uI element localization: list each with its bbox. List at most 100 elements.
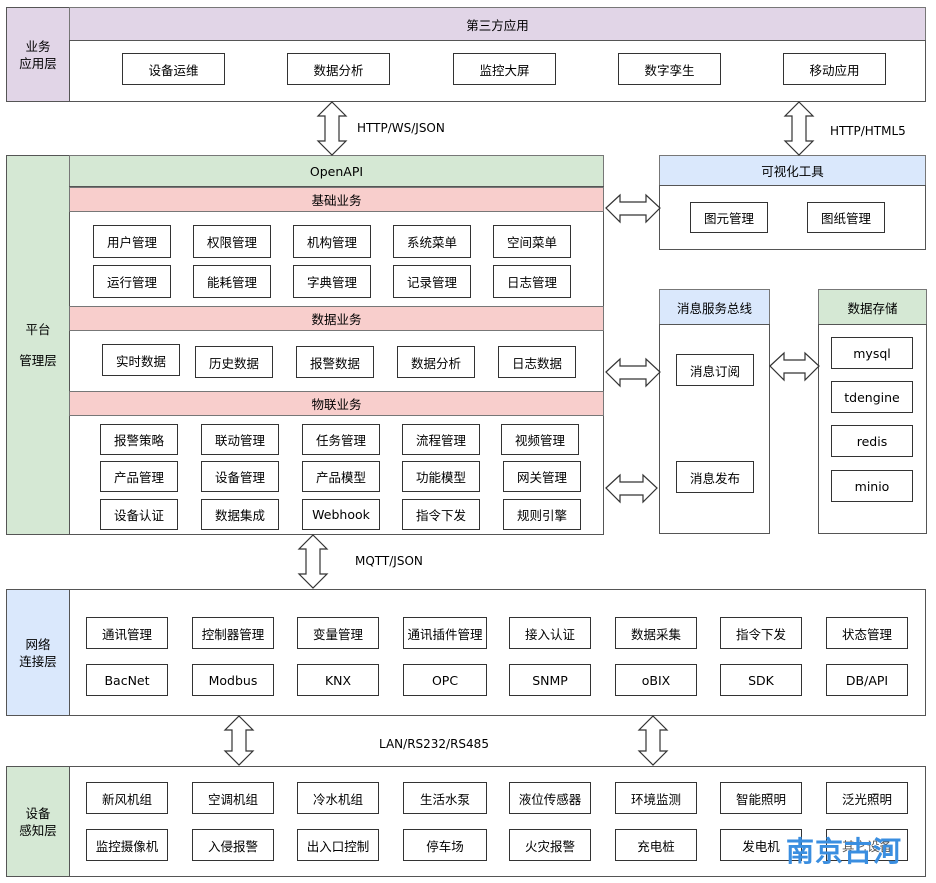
network-item: 控制器管理 bbox=[192, 617, 274, 649]
message-bus-header: 消息服务总线 bbox=[659, 289, 770, 325]
protocol-label-mqtt: MQTT/JSON bbox=[355, 554, 423, 568]
device-item: 液位传感器 bbox=[509, 782, 591, 814]
business-item: 移动应用 bbox=[783, 53, 886, 85]
protocol-label-lan: LAN/RS232/RS485 bbox=[379, 737, 489, 751]
network-item: oBIX bbox=[615, 664, 697, 696]
openapi-title: OpenAPI bbox=[309, 163, 364, 179]
iot-item: 设备认证 bbox=[100, 499, 178, 530]
iot-item: 流程管理 bbox=[402, 424, 480, 455]
business-layer-label: 业务 应用层 bbox=[6, 7, 70, 102]
device-item: 泛光照明 bbox=[826, 782, 908, 814]
storage-title: 数据存储 bbox=[847, 300, 898, 316]
data-item: 历史数据 bbox=[195, 346, 273, 378]
network-item: 数据采集 bbox=[615, 617, 697, 649]
device-item: 其它设备 bbox=[826, 829, 908, 861]
device-item: 空调机组 bbox=[192, 782, 274, 814]
device-item: 监控摄像机 bbox=[86, 829, 168, 861]
device-layer-label-line1: 设备 bbox=[25, 805, 51, 821]
iot-item: 指令下发 bbox=[402, 499, 480, 530]
business-item: 监控大屏 bbox=[453, 53, 556, 85]
business-layer-label-line1: 业务 bbox=[25, 38, 51, 54]
device-item: 环境监测 bbox=[615, 782, 697, 814]
iot-item: 数据集成 bbox=[201, 499, 279, 530]
platform-layer-label-line2: 管理层 bbox=[19, 353, 57, 368]
iot-item: 规则引擎 bbox=[503, 499, 581, 530]
watermark-logo: 南京古河 bbox=[786, 835, 903, 868]
iot-item: 任务管理 bbox=[302, 424, 380, 455]
data-item: 日志数据 bbox=[498, 346, 576, 378]
data-item: 实时数据 bbox=[102, 344, 180, 376]
storage-header: 数据存储 bbox=[818, 289, 927, 325]
basic-item: 空间菜单 bbox=[493, 225, 571, 258]
device-item: 出入口控制 bbox=[297, 829, 379, 861]
network-item: 状态管理 bbox=[826, 617, 908, 649]
network-item: 通讯管理 bbox=[86, 617, 168, 649]
double-arrow-icon bbox=[769, 351, 820, 382]
data-item: 数据分析 bbox=[397, 346, 475, 378]
platform-layer-label: 平台 管理层 bbox=[6, 155, 70, 535]
network-layer-label-line1: 网络 bbox=[25, 636, 51, 652]
network-item: 接入认证 bbox=[509, 617, 591, 649]
basic-item: 权限管理 bbox=[193, 225, 271, 258]
business-item: 设备运维 bbox=[122, 53, 225, 85]
business-layer-label-line2: 应用层 bbox=[19, 55, 57, 71]
device-item: 停车场 bbox=[403, 829, 487, 861]
network-layer-label-line2: 连接层 bbox=[19, 653, 57, 669]
message-bus-title: 消息服务总线 bbox=[676, 300, 752, 316]
device-layer-label: 设备 感知层 bbox=[6, 766, 70, 877]
basic-business-title: 基础业务 bbox=[311, 193, 362, 208]
device-item: 火灾报警 bbox=[509, 829, 591, 861]
iot-item: 联动管理 bbox=[201, 424, 279, 455]
network-item: OPC bbox=[403, 664, 487, 696]
iot-item: 网关管理 bbox=[503, 461, 581, 492]
iot-item: 功能模型 bbox=[402, 461, 480, 492]
double-arrow-icon bbox=[783, 101, 815, 156]
device-item: 入侵报警 bbox=[192, 829, 274, 861]
basic-item: 用户管理 bbox=[93, 225, 171, 258]
business-item: 数据分析 bbox=[287, 53, 390, 85]
visual-tools-header: 可视化工具 bbox=[659, 155, 926, 186]
openapi-header: OpenAPI bbox=[69, 155, 604, 187]
data-item: 报警数据 bbox=[296, 346, 374, 378]
basic-business-header: 基础业务 bbox=[69, 187, 604, 212]
device-item: 生活水泵 bbox=[403, 782, 487, 814]
device-item: 智能照明 bbox=[720, 782, 802, 814]
basic-item: 能耗管理 bbox=[193, 265, 271, 298]
iot-business-title: 物联业务 bbox=[311, 397, 362, 412]
network-item: BacNet bbox=[86, 664, 168, 696]
network-item: SNMP bbox=[509, 664, 591, 696]
double-arrow-icon bbox=[223, 715, 255, 766]
network-layer-label: 网络 连接层 bbox=[6, 589, 70, 716]
double-arrow-icon bbox=[637, 715, 669, 766]
visual-tool-item: 图纸管理 bbox=[807, 202, 885, 233]
network-item: KNX bbox=[297, 664, 379, 696]
network-item: DB/API bbox=[826, 664, 908, 696]
basic-item: 日志管理 bbox=[493, 265, 571, 298]
third-party-app-title: 第三方应用 bbox=[466, 17, 529, 33]
double-arrow-icon bbox=[605, 193, 661, 224]
double-arrow-icon bbox=[297, 534, 329, 589]
iot-business-header: 物联业务 bbox=[69, 391, 604, 416]
double-arrow-icon bbox=[605, 357, 661, 388]
network-layer-body bbox=[69, 589, 926, 716]
iot-item: 产品管理 bbox=[100, 461, 178, 492]
basic-item: 字典管理 bbox=[293, 265, 371, 298]
device-item: 冷水机组 bbox=[297, 782, 379, 814]
basic-item: 运行管理 bbox=[93, 265, 171, 298]
visual-tool-item: 图元管理 bbox=[690, 202, 768, 233]
storage-item: redis bbox=[831, 425, 913, 457]
double-arrow-icon bbox=[316, 101, 348, 156]
basic-item: 系统菜单 bbox=[393, 225, 471, 258]
network-item: 通讯插件管理 bbox=[403, 617, 487, 649]
message-bus-item: 消息发布 bbox=[676, 461, 754, 493]
message-bus-item: 消息订阅 bbox=[676, 354, 754, 386]
data-business-header: 数据业务 bbox=[69, 306, 604, 331]
basic-item: 记录管理 bbox=[393, 265, 471, 298]
business-item: 数字孪生 bbox=[618, 53, 721, 85]
third-party-app-header: 第三方应用 bbox=[69, 7, 926, 41]
network-item: SDK bbox=[720, 664, 802, 696]
platform-layer-label-line1: 平台 bbox=[25, 322, 51, 337]
device-item: 充电桩 bbox=[615, 829, 697, 861]
iot-item: 报警策略 bbox=[100, 424, 178, 455]
iot-item: 产品模型 bbox=[302, 461, 380, 492]
